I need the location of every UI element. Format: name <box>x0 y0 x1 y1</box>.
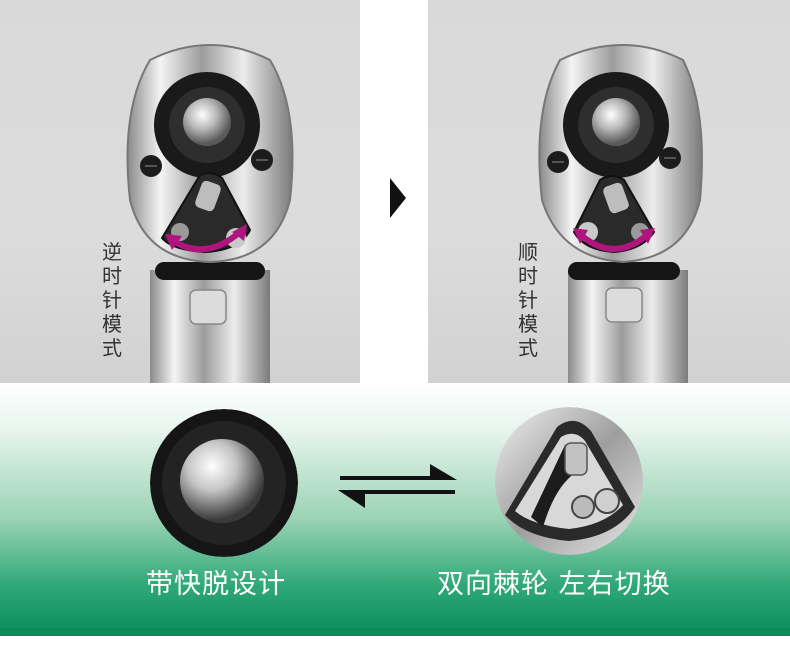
quick-release-button-image <box>150 409 298 557</box>
cw-mode-label: 顺时针模式 <box>518 240 538 360</box>
ccw-mode-label: 逆时针模式 <box>102 240 122 360</box>
play-arrow-icon <box>390 178 406 218</box>
ratchet-head-cw-image <box>538 44 703 383</box>
reversing-lever-image <box>495 407 643 555</box>
ccw-mode-panel: 逆时针模式 <box>0 0 360 383</box>
feature-band-edge <box>0 628 790 636</box>
reversing-lever-closeup <box>495 407 643 555</box>
quick-release-closeup <box>150 409 298 557</box>
reversing-ratchet-caption: 双向棘轮 左右切换 <box>437 569 671 600</box>
ratchet-head-ccw-image <box>126 44 294 383</box>
swap-arrows-icon <box>338 464 457 508</box>
quick-release-caption: 带快脱设计 <box>146 569 286 600</box>
feature-band <box>0 383 790 630</box>
cw-mode-panel: 顺时针模式 <box>428 0 790 383</box>
